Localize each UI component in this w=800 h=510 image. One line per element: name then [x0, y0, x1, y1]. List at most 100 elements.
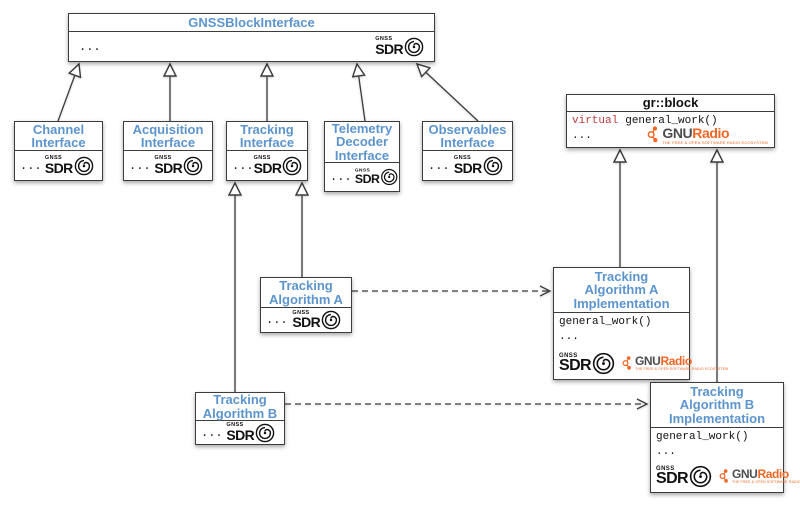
gnss-sdr-logo-gnss-text: GNSS: [44, 155, 63, 162]
class-box-tracking-algorithm-b-implementation: Tracking Algorithm B Implementation gene…: [650, 382, 800, 493]
gnss-sdr-logo: GNSS SDR: [375, 37, 424, 57]
method-name: general_work(): [625, 115, 718, 127]
members-ellipsis: ...: [330, 170, 352, 184]
gnuradio-logo-radio-text: Radio: [757, 467, 789, 482]
class-title: Tracking Algorithm B: [196, 393, 284, 421]
gnss-sdr-logo-sdr-text: SDR: [292, 314, 321, 331]
logo-row: GNSS SDR: [656, 465, 800, 490]
gnss-sdr-logo: GNSS SDR: [45, 156, 94, 176]
gnss-sdr-logo-gnss-text: GNSS: [656, 466, 675, 473]
class-body: ... GNSS SDR: [227, 151, 307, 180]
class-body: general_work() ... GNSS SDR: [554, 313, 728, 379]
class-body: virtual general_work() ... GNURadio THE F…: [567, 112, 774, 147]
class-box-acquisition-interface: Acquisition Interface ... GNSS SDR: [123, 121, 213, 181]
gnss-sdr-logo-sdr-text: SDR: [154, 159, 183, 176]
virtual-keyword: virtual: [572, 115, 619, 127]
gnuradio-logo-gnu-text: GNU: [731, 467, 758, 482]
gnss-sdr-logo-gnss-text: GNSS: [154, 155, 172, 162]
class-title: Telemetry Decoder Interface: [325, 122, 399, 163]
class-title: Tracking Algorithm A Implementation: [554, 268, 689, 313]
gnss-sdr-logo-sdr-text: SDR: [253, 159, 282, 176]
class-body: ... GNSS SDR: [196, 421, 284, 444]
class-body: ... GNSS SDR: [261, 308, 351, 332]
gnss-sdr-spiral-icon: [255, 423, 275, 442]
method-signature: general_work(): [559, 316, 652, 328]
inheritance-arrow-observables-to-gnssblock: [417, 64, 479, 122]
gnss-sdr-logo: GNSS SDR: [292, 310, 341, 330]
gnuradio-icon: [622, 356, 631, 370]
gnss-sdr-logo-sdr-text: SDR: [44, 159, 73, 176]
gnuradio-logo-gnu-text: GNU: [662, 124, 693, 141]
gnss-sdr-spiral-icon: [380, 168, 397, 186]
gnss-sdr-logo: GNSS SDR: [254, 156, 303, 176]
class-box-observables-interface: Observables Interface ... GNSS SDR: [422, 121, 513, 181]
class-title: Tracking Interface: [227, 122, 307, 151]
members-ellipsis: ...: [129, 158, 151, 173]
inheritance-arrow-channel-to-gnssblock: [57, 64, 79, 122]
gnuradio-icon: [648, 126, 658, 143]
gnuradio-icon: [719, 469, 728, 483]
class-body: general_work() ... GNSS SDR: [651, 428, 800, 492]
class-body: ... GNSS SDR: [69, 32, 434, 61]
class-title: Tracking Algorithm A: [261, 278, 351, 308]
gnss-sdr-logo: GNSS SDR: [355, 168, 398, 186]
class-title: gr::block: [567, 95, 774, 112]
class-title: Tracking Algorithm B Implementation: [651, 383, 783, 428]
method-signature: general_work(): [656, 431, 749, 443]
class-box-gr-block: gr::block virtual general_work() ... GNUR…: [566, 94, 775, 148]
gnss-sdr-spiral-icon: [183, 156, 203, 175]
gnss-sdr-spiral-icon: [404, 37, 424, 56]
gnuradio-logo-tagline: THE FREE & OPEN SOFTWARE RADIO ECOSYSTEM: [662, 139, 768, 145]
gnss-sdr-logo-gnss-text: GNSS: [375, 36, 393, 43]
gnss-sdr-logo-gnss-text: GNSS: [253, 155, 271, 162]
class-title: Observables Interface: [423, 122, 512, 151]
gnss-sdr-spiral-icon: [283, 156, 302, 175]
class-body: ... GNSS SDR: [423, 151, 512, 180]
gnss-sdr-logo-gnss-text: GNSS: [453, 155, 472, 162]
gnss-sdr-spiral-icon: [689, 465, 712, 488]
gnss-sdr-spiral-icon: [483, 156, 502, 175]
members-ellipsis: ...: [572, 130, 592, 142]
method-signature: virtual general_work(): [572, 114, 718, 129]
gnuradio-logo: GNURadio THE FREE & OPEN SOFTWARE RADIO …: [647, 125, 768, 145]
gnuradio-logo-radio-text: Radio: [692, 124, 730, 141]
members-ellipsis: ...: [559, 331, 579, 343]
inheritance-arrow-telemetry-to-gnssblock: [357, 64, 365, 122]
gnuradio-logo-radio-text: Radio: [660, 354, 692, 369]
gnss-sdr-logo-sdr-text: SDR: [226, 426, 255, 443]
gnss-sdr-logo: GNSS SDR: [559, 352, 615, 375]
members-ellipsis: ...: [266, 313, 288, 327]
gnuradio-logo-gnu-text: GNU: [634, 354, 661, 369]
gnuradio-logo-tagline: THE FREE & OPEN SOFTWARE RADIO ECOSYSTEM: [731, 480, 800, 485]
class-body: ... GNSS SDR: [124, 151, 212, 180]
class-box-tracking-algorithm-a: Tracking Algorithm A ... GNSS SDR: [260, 277, 352, 333]
gnss-sdr-logo: GNSS SDR: [154, 156, 203, 176]
gnss-sdr-logo-gnss-text: GNSS: [559, 353, 578, 360]
gnss-sdr-spiral-icon: [592, 352, 615, 375]
members-ellipsis: ...: [20, 158, 42, 173]
class-title: Acquisition Interface: [124, 122, 212, 151]
gnss-sdr-logo: GNSS SDR: [656, 465, 712, 488]
class-title: Channel Interface: [15, 122, 102, 151]
class-box-tracking-algorithm-a-implementation: Tracking Algorithm A Implementation gene…: [553, 267, 728, 380]
gnuradio-logo-tagline: THE FREE & OPEN SOFTWARE RADIO ECOSYSTEM: [634, 367, 729, 372]
class-box-gnssblockinterface: GNSSBlockInterface ... GNSS SDR: [68, 13, 435, 62]
gnss-sdr-logo-gnss-text: GNSS: [292, 309, 310, 316]
members-ellipsis: ...: [232, 158, 254, 173]
gnuradio-logo: GNURadio THE FREE & OPEN SOFTWARE RADIO …: [622, 355, 728, 372]
gnss-sdr-logo-gnss-text: GNSS: [226, 422, 244, 429]
gnss-sdr-logo-gnss-text: GNSS: [354, 168, 370, 174]
members-ellipsis: ...: [201, 425, 223, 440]
members-ellipsis: ...: [656, 446, 676, 458]
gnss-sdr-logo-sdr-text: SDR: [559, 357, 592, 375]
gnss-sdr-spiral-icon: [74, 156, 93, 175]
gnss-sdr-logo-sdr-text: SDR: [354, 172, 380, 187]
class-title: GNSSBlockInterface: [69, 14, 434, 32]
class-box-channel-interface: Channel Interface ... GNSS SDR: [14, 121, 103, 181]
class-box-tracking-algorithm-b: Tracking Algorithm B ... GNSS SDR: [195, 392, 285, 445]
logo-row: GNSS SDR: [559, 352, 728, 377]
class-body: ... GNSS SDR: [325, 163, 399, 191]
gnss-sdr-logo-sdr-text: SDR: [375, 40, 403, 57]
gnss-sdr-spiral-icon: [321, 310, 341, 330]
